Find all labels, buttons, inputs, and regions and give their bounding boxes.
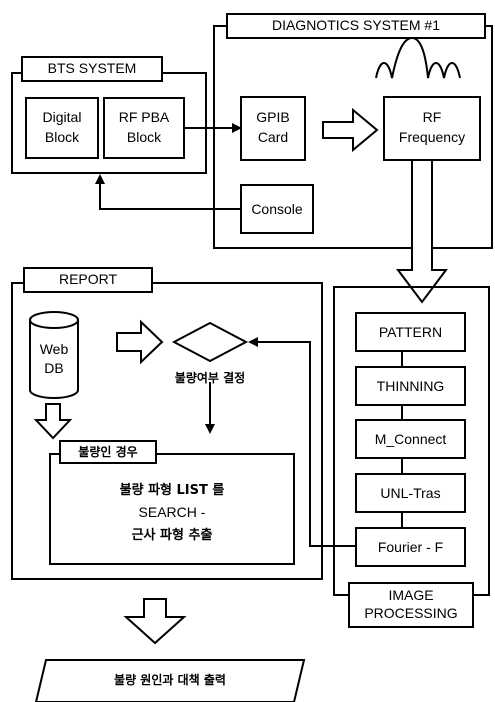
- defect-case-text-line1: 불량 파형 LIST 를: [119, 483, 225, 498]
- rf-frequency-label-line2: Frequency: [398, 129, 466, 145]
- digital-block-box: [25, 97, 99, 159]
- db-to-decision-arrow-icon: [116, 319, 164, 365]
- decision-diamond: [171, 321, 249, 363]
- rf-frequency-label-line1: RF: [422, 109, 442, 125]
- defect-case-box: [49, 453, 295, 565]
- image-processing-title-line1: IMAGE: [388, 587, 434, 603]
- gpib-card-label-line2: Card: [257, 129, 289, 145]
- db-down-arrow-icon: [33, 403, 73, 440]
- image-processing-title-tab: [348, 582, 474, 628]
- image-processing-step-box: [355, 366, 466, 406]
- bts-system-title: BTS SYSTEM: [47, 60, 137, 76]
- rf-waveform-icon: [375, 36, 461, 79]
- image-processing-step-box: [355, 419, 466, 459]
- diagnostics-system-title: DIAGNOTICS SYSTEM #1: [271, 17, 441, 33]
- pattern-step-label: PATTERN: [378, 324, 443, 340]
- output-label: 불량 원인과 대책 출력: [114, 673, 226, 687]
- web-db-label-line1: Web: [39, 341, 69, 357]
- image-processing-title-line2: PROCESSING: [364, 605, 458, 621]
- unl-tras-step-label: UNL-Tras: [380, 485, 441, 501]
- gpib-card-label-line1: GPIB: [256, 109, 290, 125]
- defect-case-text-line2: SEARCH -: [138, 504, 206, 520]
- report-box: [11, 282, 323, 580]
- rf-pba-block-box: [103, 97, 185, 159]
- defect-case-text-line3: 근사 파형 추출: [131, 528, 213, 543]
- gpib-to-rf-arrow-icon: [322, 107, 379, 153]
- report-title: REPORT: [58, 271, 118, 287]
- digital-block-label-line1: Digital: [42, 109, 82, 125]
- bts-system-title-tab: [21, 56, 163, 82]
- decision-label: 불량여부 결정: [174, 371, 246, 385]
- output-parallelogram: [34, 659, 306, 702]
- rf-pba-block-label-line1: RF PBA: [118, 109, 170, 125]
- m-connect-step-label: M_Connect: [374, 431, 447, 447]
- image-processing-step-box: [355, 527, 466, 567]
- defect-case-title: 불량인 경우: [78, 445, 138, 459]
- web-db-label-line2: DB: [44, 360, 64, 376]
- digital-block-label-line2: Block: [44, 129, 80, 145]
- defect-case-title-tab: [59, 440, 157, 464]
- web-db-icon: [29, 311, 79, 399]
- diagnostics-system-title-tab: [226, 13, 486, 39]
- rf-to-image-processing-arrow-icon: [396, 159, 448, 304]
- thinning-step-label: THINNING: [376, 378, 445, 394]
- console-label: Console: [251, 201, 303, 217]
- image-processing-step-box: [355, 312, 466, 352]
- image-processing-step-box: [355, 473, 466, 513]
- report-title-tab: [23, 267, 153, 293]
- console-to-bts-arrow: [95, 174, 241, 210]
- report-to-output-arrow-icon: [123, 598, 187, 645]
- fourier-step-label: Fourier - F: [377, 539, 444, 555]
- rf-pba-block-label-line2: Block: [126, 129, 162, 145]
